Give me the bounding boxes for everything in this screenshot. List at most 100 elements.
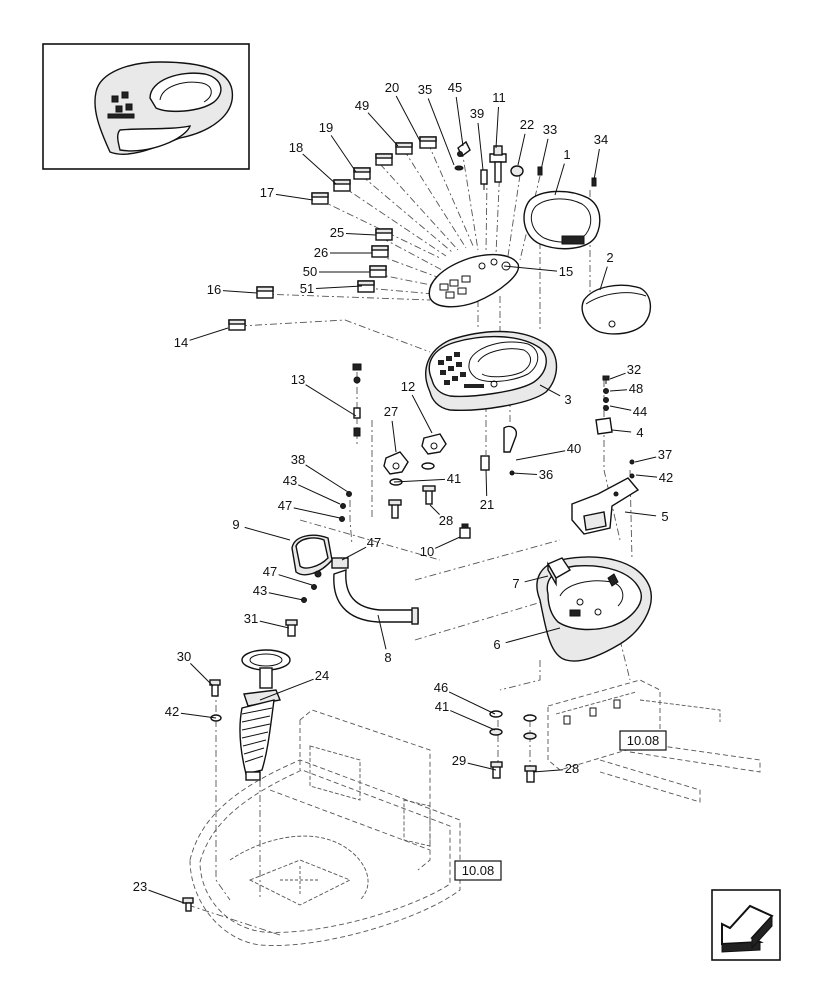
leader-line: [448, 691, 496, 715]
callout-number: 48: [629, 381, 643, 396]
connector-39: [480, 169, 488, 190]
callout-c35: 35: [418, 82, 455, 166]
callout-c2: 2: [599, 250, 614, 291]
panel-plate-15: [428, 253, 520, 308]
leader-line: [634, 456, 657, 463]
callout-number: 32: [627, 362, 641, 377]
callout-number: 6: [493, 637, 500, 652]
callout-number: 13: [291, 372, 305, 387]
leader-line: [477, 122, 484, 171]
floor-structure: [189, 709, 461, 946]
switch-cap-19a: [353, 167, 371, 180]
callout-c32: 32: [609, 362, 641, 380]
callout-number: 29: [452, 753, 466, 768]
leader-line: [609, 405, 632, 411]
leader-line: [517, 133, 526, 166]
connector-40: [503, 425, 518, 453]
callout-number: 47: [367, 535, 381, 550]
reference-label: 10.08: [627, 733, 660, 748]
callout-number: 50: [303, 264, 317, 279]
callout-c15: 15: [503, 264, 573, 279]
bolt-31: [285, 619, 298, 637]
steering-column-24: [239, 649, 291, 781]
callout-c34: 34: [593, 132, 608, 181]
callout-number: 12: [401, 379, 415, 394]
bolt-30: [209, 679, 221, 697]
leader-line: [393, 478, 446, 483]
callout-c25: 25: [330, 225, 377, 240]
label-plate-4: [595, 417, 613, 435]
switch-cap-14: [228, 319, 246, 331]
leader-line: [330, 135, 357, 173]
reference-box-lower[interactable]: 10.08: [454, 860, 502, 881]
reference-box-upper[interactable]: 10.08: [619, 730, 667, 751]
switch-cap-20: [419, 136, 437, 149]
switch-cap-17: [311, 192, 329, 205]
callout-c21: 21: [480, 469, 494, 512]
callout-c42: 42: [635, 470, 673, 485]
callout-number: 3: [564, 392, 571, 407]
callout-number: 10: [420, 544, 434, 559]
callout-c22: 22: [517, 117, 534, 166]
callout-c40: 40: [515, 441, 581, 461]
dashboard-housing-3: [425, 330, 558, 412]
callout-c37: 37: [634, 447, 672, 463]
clip-12: [421, 433, 447, 455]
navigation-arrow-icon[interactable]: [711, 889, 781, 961]
callout-number: 45: [448, 80, 462, 95]
callout-c47b: 47: [341, 535, 381, 561]
callout-c48: 48: [609, 381, 643, 396]
callout-number: 18: [289, 140, 303, 155]
screws-13: [352, 363, 362, 437]
washer-43a: [340, 503, 346, 509]
leader-line: [305, 384, 357, 417]
leader-line: [244, 526, 291, 541]
washer-38: [346, 491, 352, 497]
switch-cap-50: [369, 265, 387, 278]
clip-27: [383, 451, 409, 475]
cover-9: [291, 534, 333, 578]
callout-c29: 29: [452, 753, 497, 771]
callout-number: 47: [278, 498, 292, 513]
leader-line: [180, 712, 217, 719]
callout-number: 51: [300, 281, 314, 296]
leader-line: [259, 678, 314, 701]
callout-number: 39: [470, 106, 484, 121]
assembly-lines: [187, 142, 633, 936]
leader-line: [190, 663, 214, 687]
callout-number: 22: [520, 117, 534, 132]
callout-c4: 4: [611, 425, 644, 440]
callout-number: 35: [418, 82, 432, 97]
callout-c7: 7: [512, 575, 549, 591]
callout-c5: 5: [624, 509, 669, 524]
switch-cap-26: [371, 245, 389, 258]
callout-c19: 19: [319, 120, 357, 173]
leader-line: [305, 464, 349, 493]
lower-console-6: [536, 556, 652, 662]
washer-42: [629, 473, 635, 479]
callout-c17: 17: [260, 185, 314, 201]
callout-c14: 14: [174, 327, 229, 350]
callout-number: 9: [232, 517, 239, 532]
callout-c38: 38: [291, 452, 349, 493]
leader-line: [395, 95, 421, 142]
leader-line: [495, 106, 499, 149]
leader-line: [411, 394, 433, 434]
callout-c47: 47: [278, 498, 341, 519]
callout-number: 11: [492, 90, 506, 105]
leader-line: [315, 285, 363, 289]
callout-number: 34: [594, 132, 608, 147]
leader-line: [148, 889, 185, 904]
stalk-arm-8: [331, 557, 419, 625]
callout-c33: 33: [540, 122, 557, 171]
washers-46-41: [489, 710, 537, 740]
callout-c43b: 43: [253, 583, 304, 601]
callout-c23: 23: [133, 879, 185, 904]
leader-line: [599, 266, 608, 291]
callout-c51: 51: [300, 281, 363, 296]
callout-number: 20: [385, 80, 399, 95]
lens-cover-2: [581, 284, 651, 335]
callout-c13: 13: [291, 372, 357, 417]
callout-c45: 45: [448, 80, 464, 147]
leader-line: [635, 474, 658, 478]
